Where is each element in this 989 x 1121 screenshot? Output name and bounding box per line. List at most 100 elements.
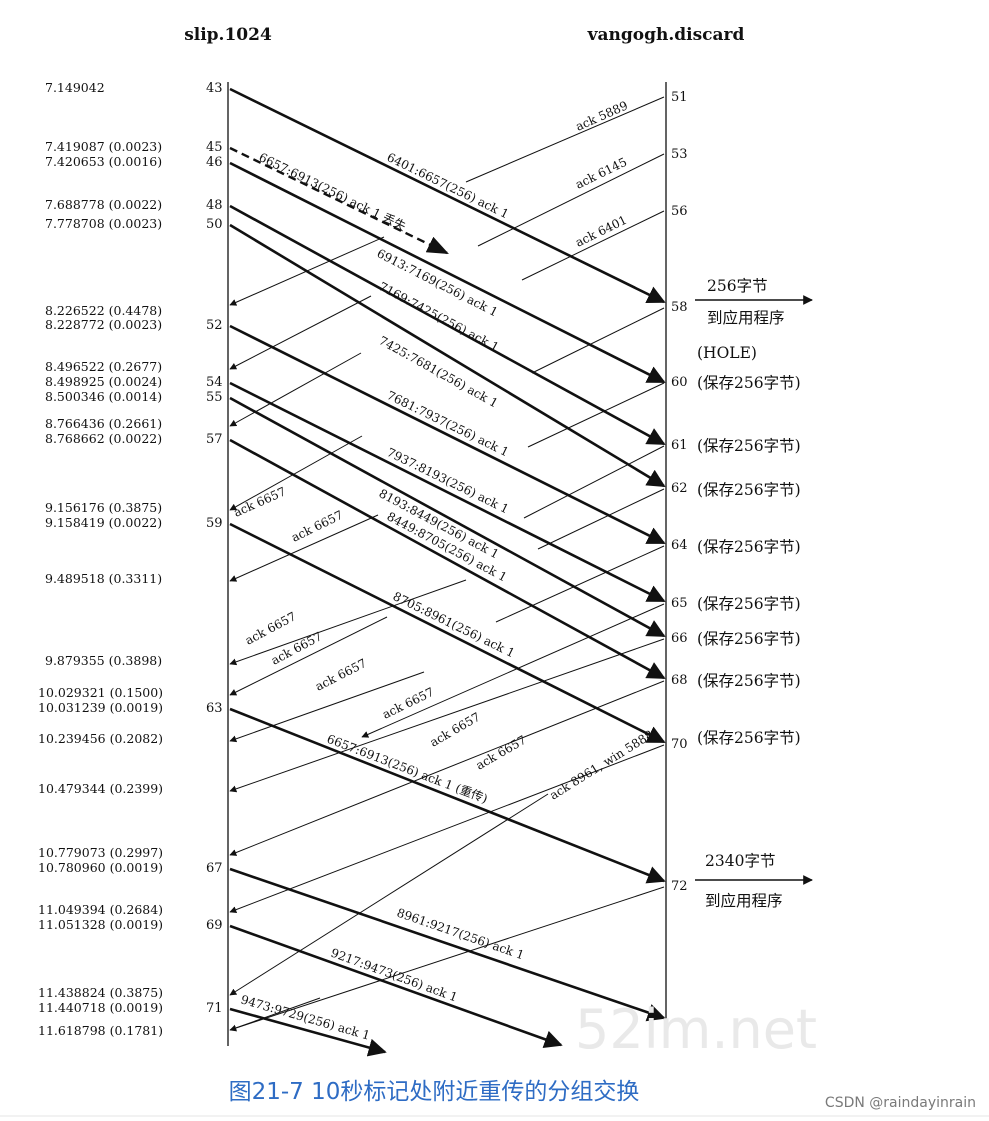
data-segment-arrow [229,867,666,1022]
timestamp: 10.779073 (0.2997) [38,845,163,860]
data-segment-arrow [229,87,666,304]
deliver-bytes-label: 2340字节 [705,852,775,870]
timestamp: 9.158419 (0.0022) [45,515,162,530]
segment-label: 8705:8961(256) ack 1 [391,589,517,660]
timestamp: 8.498925 (0.0024) [45,374,162,389]
segment-number: 68 [671,673,688,688]
timestamp: 10.239456 (0.2082) [38,731,163,746]
segment-number: 69 [206,918,223,933]
ack-label: ack 6657 [243,609,299,647]
credit-label: CSDN @raindayinrain [825,1095,976,1111]
segment-number: 64 [671,538,688,553]
ack-arrow [229,744,665,914]
segment-number: 55 [206,390,223,405]
saved-label: (保存256字节) [697,481,801,499]
ack-labels: ack 5889 ack 6145 ack 6401 ack 6657 ack … [232,98,656,802]
timestamp: 9.879355 (0.3898) [45,653,162,668]
figure-caption: 图21-7 10秒标记处附近重传的分组交换 [229,1079,640,1105]
lost-segment-arrow [229,146,449,255]
timestamp: 10.780960 (0.0019) [38,860,163,875]
ack-line [523,445,665,519]
segment-number: 43 [206,81,223,96]
ack-label: ack 6657 [289,508,345,545]
right-segment-numbers: 51 53 56 58 60 61 62 64 65 66 68 70 72 [671,90,688,894]
ack-line [477,153,665,247]
segment-number: 48 [206,198,223,213]
ack-label: ack 6657 [428,710,483,750]
left-host-label: slip.1024 [184,25,272,45]
ack-line [531,307,665,374]
deliver-dest-label: 到应用程序 [705,891,783,910]
segment-number: 51 [671,90,688,105]
ack-label: ack 6401 [573,213,629,250]
timestamp: 11.051328 (0.0019) [38,917,163,932]
data-segment-labels: 6401:6657(256) ack 1 6657:6913(256) ack … [239,149,526,1043]
ack-arrow [229,435,363,511]
segment-number: 67 [206,861,223,876]
ack-segment-lines [229,96,665,1032]
ack-arrow [229,236,385,306]
data-segment-arrow [229,223,666,488]
timestamp: 7.688778 (0.0022) [45,197,162,212]
ack-arrow [229,616,388,696]
segment-number: 63 [206,701,223,716]
deliver-bytes-label: 256字节 [707,277,768,295]
timestamp: 7.419087 (0.0023) [45,139,162,154]
ack-arrow [229,579,467,666]
segment-number: 71 [206,1001,223,1016]
left-timestamp-column: 7.149042 7.419087 (0.0023) 7.420653 (0.0… [38,80,163,1038]
saved-label: (保存256字节) [697,630,801,648]
segment-number: 66 [671,631,688,646]
data-segment-arrow [229,924,563,1049]
timestamp: 8.500346 (0.0014) [45,389,162,404]
segment-number: 56 [671,204,688,219]
ack-arrow [229,680,665,856]
right-host-label: vangogh.discard [587,25,745,45]
segment-number: 53 [671,147,688,162]
ack-line [527,382,665,448]
ack-arrow [229,671,425,743]
ack-label: ack 6657 [232,484,288,519]
saved-label: (保存256字节) [697,437,801,455]
timestamp: 10.029321 (0.1500) [38,685,163,700]
ack-arrow [229,295,372,370]
ack-arrow [229,886,665,1032]
segment-number: 57 [206,432,223,447]
ack-arrow [361,603,665,738]
segment-number: 61 [671,438,688,453]
segment-number: 70 [671,737,688,752]
timestamp: 8.226522 (0.4478) [45,303,162,318]
data-segment-arrow [229,1007,387,1057]
saved-label: (保存256字节) [697,672,801,690]
saved-label: (保存256字节) [697,538,801,556]
timestamp: 11.440718 (0.0019) [38,1000,163,1015]
timestamp: 11.049394 (0.2684) [38,902,163,917]
ack-arrow [229,793,549,996]
deliver-dest-label: 到应用程序 [707,308,785,327]
segment-number: 52 [206,318,223,333]
data-segment-arrow [229,204,666,446]
segment-number: 60 [671,375,688,390]
ack-label: ack 6657 [474,733,529,773]
ack-arrow [229,638,665,793]
ack-line [495,545,665,623]
data-segment-arrow [229,396,666,638]
timestamp: 10.479344 (0.2399) [38,781,163,796]
left-segment-numbers: 43 45 46 48 50 52 54 55 57 59 63 67 69 7… [206,81,223,1016]
segment-number: 62 [671,481,688,496]
data-segment-arrow [229,381,666,603]
right-annotations: 256字节 到应用程序 (HOLE) (保存256字节) (保存256字节) (… [695,277,813,910]
timestamp: 8.766436 (0.2661) [45,416,162,431]
segment-number: 72 [671,879,688,894]
ack-arrow [229,514,379,582]
timestamp: 7.420653 (0.0016) [45,154,162,169]
hole-label: (HOLE) [697,344,757,362]
saved-label: (保存256字节) [697,595,801,613]
segment-label: 9217:9473(256) ack 1 [329,946,460,1005]
timestamp: 7.778708 (0.0023) [45,216,162,231]
segment-number: 59 [206,516,223,531]
timestamp: 9.489518 (0.3311) [45,571,162,586]
segment-number: 50 [206,217,223,232]
watermark: 52im.net [575,998,817,1061]
